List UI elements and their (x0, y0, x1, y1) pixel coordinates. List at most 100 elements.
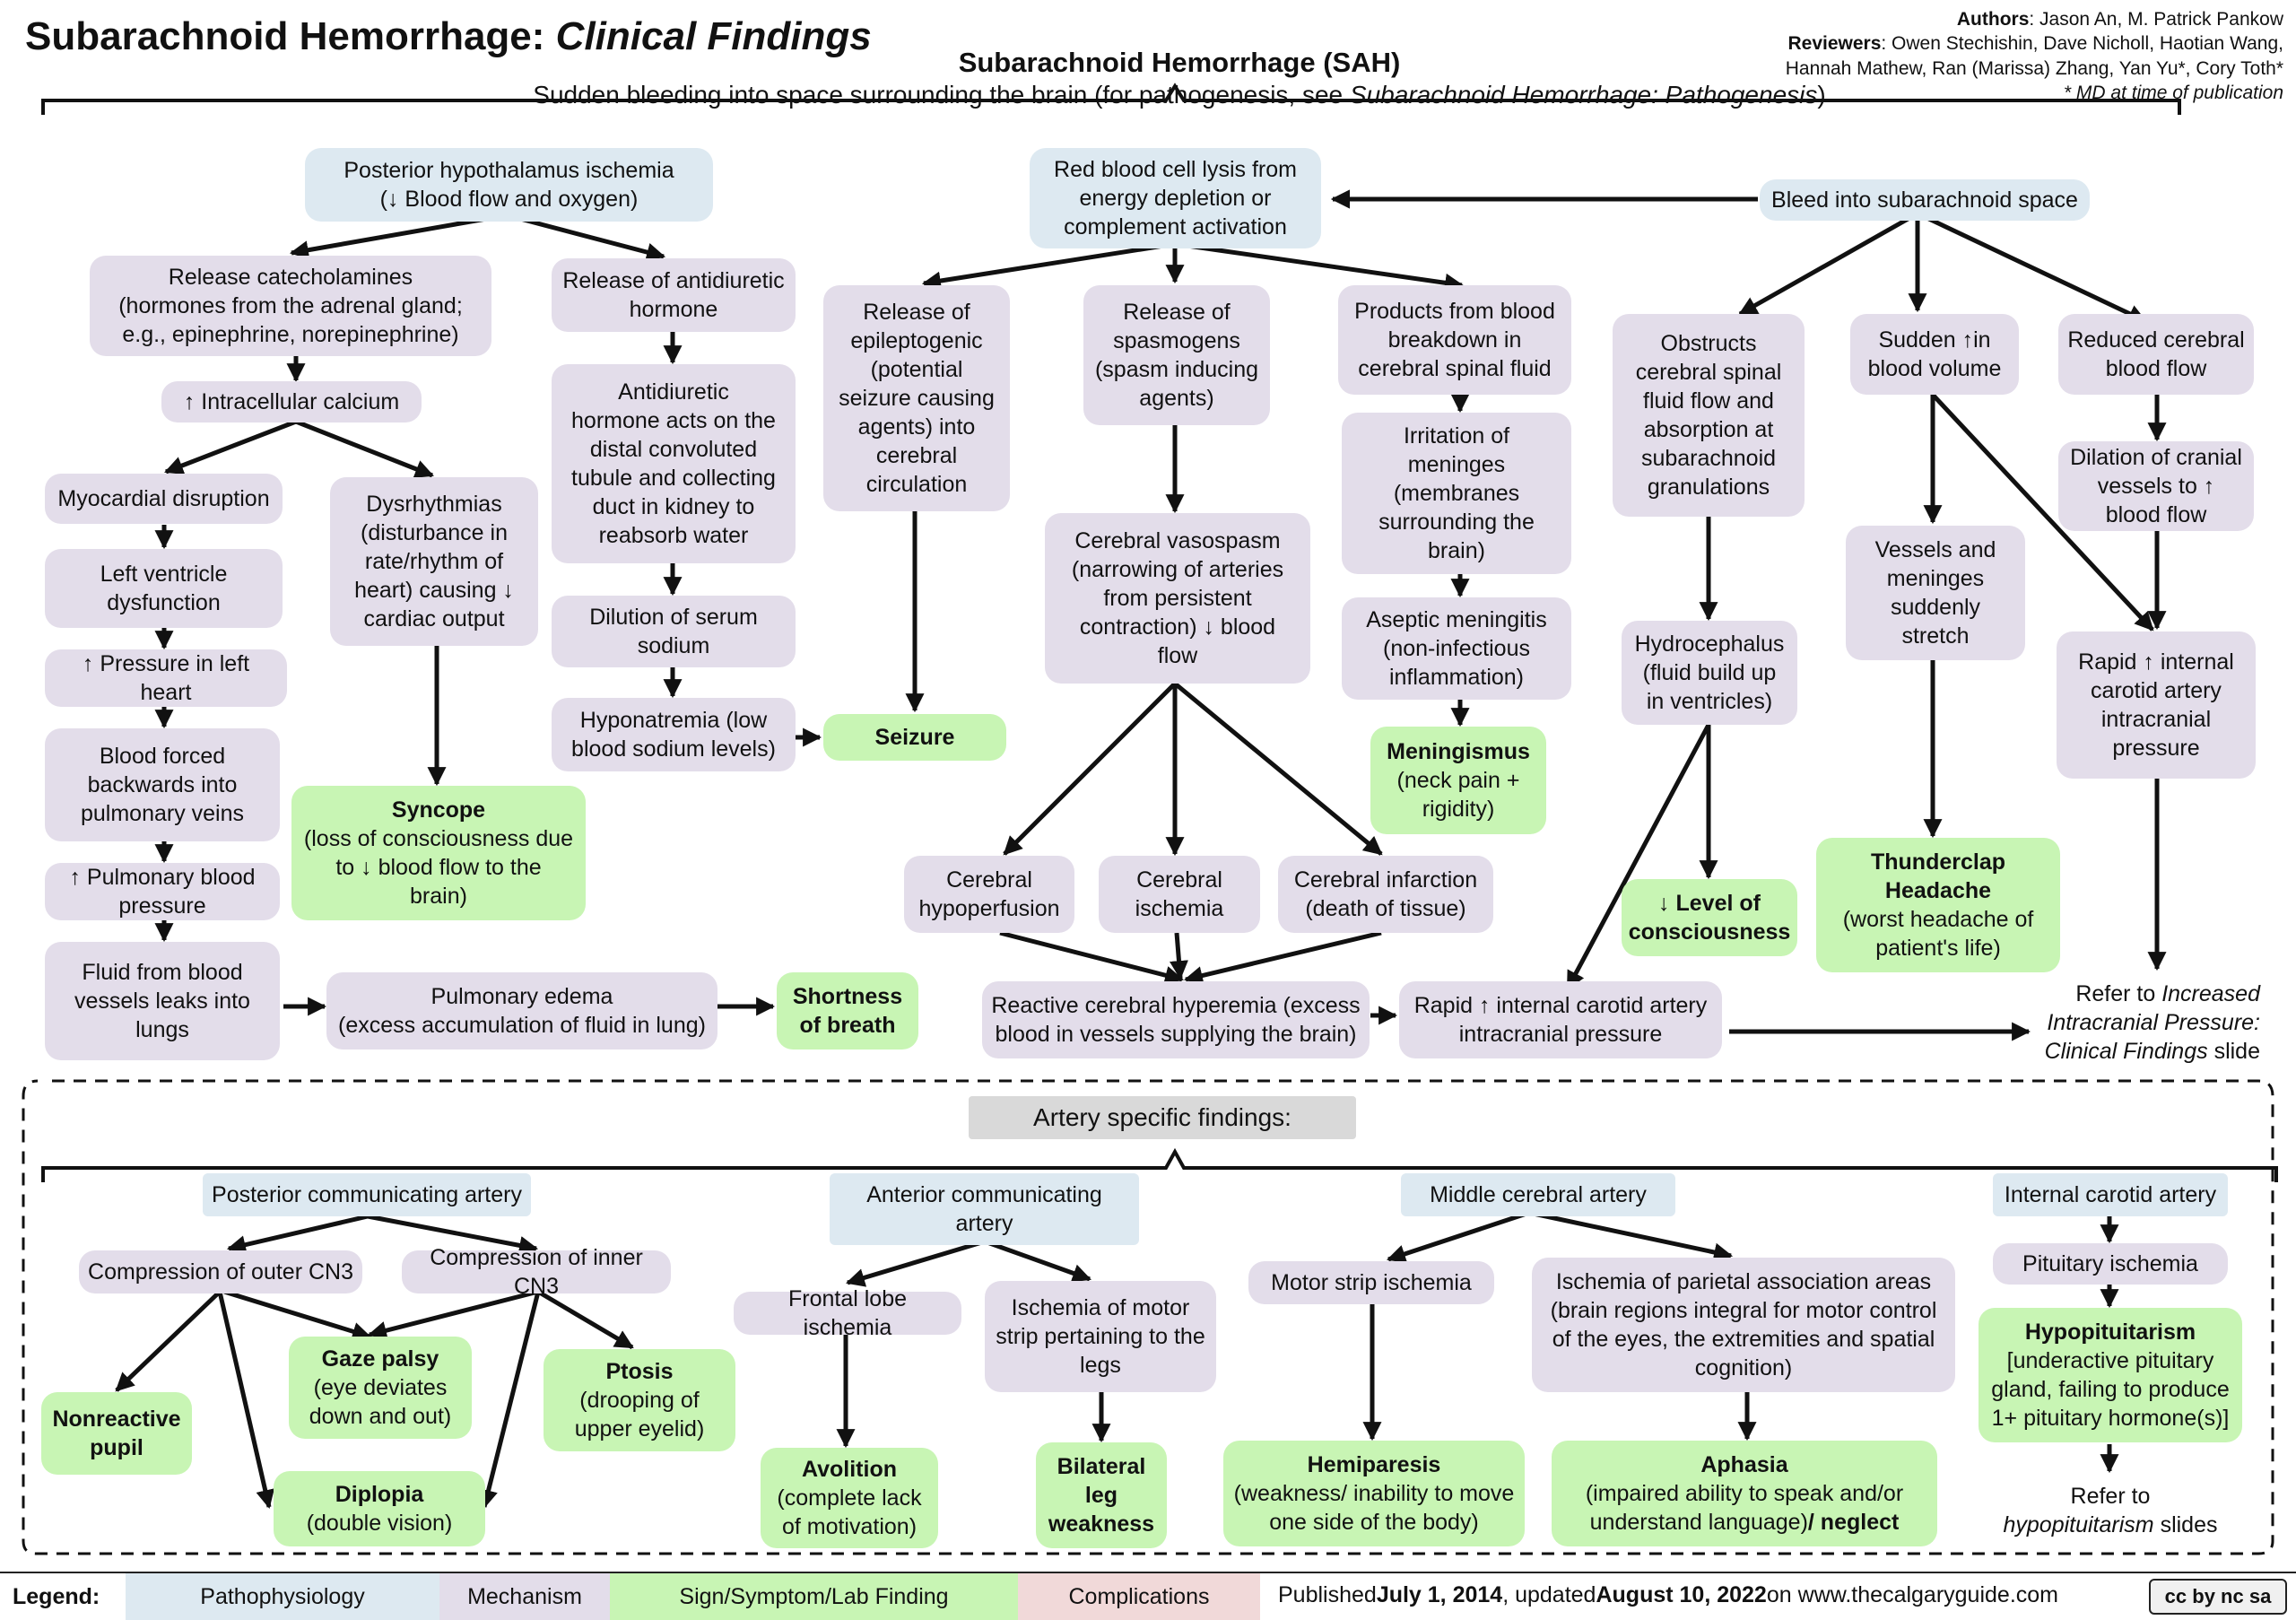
pressure-left-heart: ↑ Pressure in left heart (45, 649, 287, 707)
release-adh: Release of antidiuretic hormone (552, 258, 796, 332)
meningismus-text: (neck pain + rigidity) (1396, 768, 1520, 822)
refer-hypopituitarism: Refer to hypopituitarism slides (1979, 1473, 2242, 1548)
nonreactive-pupil: Nonreactive pupil (41, 1392, 192, 1475)
refer-pit-post: slides (2153, 1512, 2218, 1537)
center-sub-italic: Subarachnoid Hemorrhage: Pathogenesis (1349, 81, 1818, 109)
rbc-lysis-text: Red blood cell lysis from energy depleti… (1054, 157, 1297, 240)
legend-label: Legend: (13, 1583, 100, 1609)
diplopia-bold: Diplopia (335, 1482, 424, 1507)
comp-inner-text: Compression of inner CN3 (430, 1245, 643, 1299)
rbc-lysis: Red blood cell lysis from energy depleti… (1030, 148, 1321, 248)
legend: Legend: Pathophysiology Mechanism Sign/S… (0, 1572, 2296, 1620)
reduced-cbf-text: Reduced cerebral blood flow (2067, 327, 2245, 381)
loc-text: ↓ Level of consciousness (1628, 891, 1791, 945)
rapid-icp: Rapid ↑ internal carotid artery intracra… (1399, 981, 1722, 1058)
bilat-text: Bilateral leg weakness (1048, 1454, 1155, 1537)
sudden-blood-volume: Sudden ↑in blood volume (1850, 314, 2019, 395)
center-title: Subarachnoid Hemorrhage (SAH) (958, 47, 1401, 78)
meningismus-bold: Meningismus (1387, 739, 1530, 764)
meningismus: Meningismus (neck pain + rigidity) (1370, 727, 1546, 834)
cerebral-infarction: Cerebral infarction (death of tissue) (1278, 856, 1493, 933)
dilation-text: Dilation of cranial vessels to ↑ blood f… (2070, 445, 2242, 527)
internal-carotid-artery: Internal carotid artery (1993, 1173, 2228, 1216)
authors-line: Authors: Jason An, M. Patrick Pankow (1786, 7, 2283, 31)
refer-icp-i1: Increased (2161, 981, 2260, 1006)
diplopia-text: (double vision) (306, 1511, 453, 1536)
artery-specific-text: Artery specific findings: (1033, 1103, 1292, 1132)
aphasia-bold: Aphasia (1700, 1452, 1788, 1477)
motor-strip-ischemia: Motor strip ischemia (1248, 1261, 1494, 1304)
title-main: Subarachnoid Hemorrhage: (25, 14, 556, 58)
avolition-bold: Avolition (801, 1457, 897, 1482)
pulmonary-edema: Pulmonary edema (excess accumulation of … (326, 972, 718, 1050)
reactive-text: Reactive cerebral hyperemia (excess bloo… (991, 993, 1361, 1047)
intra-ca-text: ↑ Intracellular calcium (183, 389, 400, 414)
avolition-text: (complete lack of motivation) (777, 1485, 922, 1539)
artery-specific-findings: Artery specific findings: (969, 1096, 1356, 1139)
frontal-text: Frontal lobe ischemia (787, 1286, 908, 1340)
published-pre: Published (1278, 1581, 1377, 1607)
post-hypo-text: Posterior hypothalamus ischemia (↓ Blood… (344, 158, 674, 212)
level-of-consciousness: ↓ Level of consciousness (1622, 879, 1797, 956)
pit-isch-text: Pituitary ischemia (2022, 1251, 2198, 1276)
posterior-hypothalamus-ischemia: Posterior hypothalamus ischemia (↓ Blood… (305, 148, 713, 222)
parietal-ischemia: Ischemia of parietal association areas (… (1532, 1258, 1955, 1392)
dysrhythmias: Dysrhythmias (disturbance in rate/rhythm… (330, 477, 538, 646)
pulm-edema-text: Pulmonary edema (excess accumulation of … (338, 984, 706, 1038)
updated-pre: , updated (1502, 1581, 1596, 1607)
vessels-meninges-stretch: Vessels and meninges suddenly stretch (1846, 526, 2025, 660)
refer-icp-i2: Intracranial Pressure: (2047, 1010, 2260, 1035)
page-title: Subarachnoid Hemorrhage: Clinical Findin… (25, 14, 872, 59)
legend-pathophysiology: Pathophysiology (126, 1573, 439, 1620)
compression-outer-cn3: Compression of outer CN3 (79, 1250, 362, 1293)
release-epileptogenic: Release of epileptogenic (potential seiz… (823, 285, 1010, 511)
release-spasmogens: Release of spasmogens (spasm inducing ag… (1083, 285, 1270, 425)
cer-isch-text: Cerebral ischemia (1135, 867, 1224, 921)
center-sub-prefix: Sudden bleeding into space surrounding t… (533, 81, 1350, 109)
obstructs-csf: Obstructs cerebral spinal fluid flow and… (1613, 314, 1805, 517)
blood-back-text: Blood forced backwards into pulmonary ve… (80, 744, 245, 826)
bleed-text: Bleed into subarachnoid space (1771, 187, 2078, 213)
myo-dis-text: Myocardial disruption (57, 486, 270, 511)
reviewers-line: Reviewers: Owen Stechishin, Dave Nicholl… (1786, 31, 2283, 56)
license-text: cc by nc sa (2164, 1585, 2272, 1607)
pulmonary-blood-pressure: ↑ Pulmonary blood pressure (45, 863, 280, 920)
cerebral-vasospasm: Cerebral vasospasm (narrowing of arterie… (1045, 513, 1310, 684)
syncope: Syncope(loss of consciousness due to ↓ b… (291, 786, 586, 920)
mca-text: Middle cerebral artery (1430, 1182, 1647, 1207)
refer-pit-italic: hypopituitarism (2003, 1512, 2154, 1537)
dilution-serum-sodium: Dilution of serum sodium (552, 596, 796, 667)
release-cat-text: Release catecholamines (hormones from th… (118, 265, 463, 347)
hyponatremia: Hyponatremia (low blood sodium levels) (552, 698, 796, 771)
posterior-communicating-artery: Posterior communicating artery (203, 1173, 531, 1216)
myocardial-disruption: Myocardial disruption (45, 474, 283, 524)
pcomm-text: Posterior communicating artery (212, 1182, 522, 1207)
irritation-meninges: Irritation of meninges (membranes surrou… (1342, 413, 1571, 574)
site-link[interactable]: on www.thecalgaryguide.com (1766, 1581, 2058, 1607)
title-sub: Clinical Findings (555, 14, 872, 58)
vessels-stretch-text: Vessels and meninges suddenly stretch (1874, 537, 1996, 649)
refer-icp-pre: Refer to (2075, 981, 2162, 1006)
sudden-vol-text: Sudden ↑in blood volume (1867, 327, 2002, 381)
reviewers-label: Reviewers (1787, 33, 1882, 55)
cer-inf-text: Cerebral infarction (death of tissue) (1293, 867, 1478, 921)
hypopit-bold: Hypopituitarism (2024, 1320, 2196, 1345)
fluid-leak-text: Fluid from blood vessels leaks into lung… (74, 960, 250, 1042)
refer-icp-line1: Refer to Increased (2075, 980, 2260, 1008)
legend-mechanism: Mechanism (439, 1573, 610, 1620)
pituitary-ischemia: Pituitary ischemia (1993, 1243, 2228, 1285)
rapid-ica-text: Rapid ↑ internal carotid artery intracra… (2078, 649, 2234, 761)
refer-icp-i3: Clinical Findings (2044, 1039, 2208, 1064)
release-catecholamines: Release catecholamines (hormones from th… (90, 256, 491, 356)
intracellular-calcium: ↑ Intracellular calcium (161, 381, 422, 422)
bilateral-leg-weakness: Bilateral leg weakness (1036, 1442, 1167, 1548)
gaze-bold: Gaze palsy (321, 1346, 439, 1372)
vasospasm-text: Cerebral vasospasm (narrowing of arterie… (1071, 528, 1284, 668)
ica-text: Internal carotid artery (2004, 1182, 2217, 1207)
center-sub-suffix: ) (1817, 81, 1826, 109)
gaze-palsy: Gaze palsy(eye deviates down and out) (289, 1337, 472, 1439)
thunder-text: (worst headache of patient's life) (1842, 907, 2034, 961)
left-ventricle-dysfunction: Left ventricle dysfunction (45, 549, 283, 628)
hypoperf-text: Cerebral hypoperfusion (918, 867, 1060, 921)
